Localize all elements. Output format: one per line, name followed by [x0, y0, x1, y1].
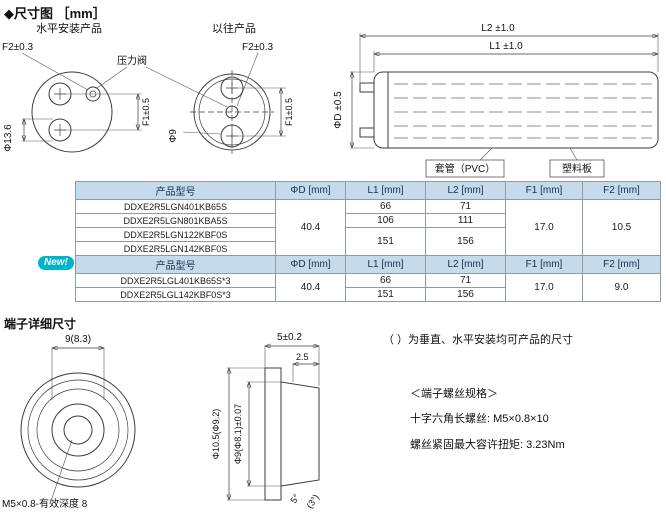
terminal-profile [264, 367, 320, 501]
side-view-diagram: L2 ±1.0 L1 ±1.0 ΦD ±0.5 [333, 23, 666, 178]
table-header-row-1: 产品型号 ΦD [mm] L1 [mm] L2 [mm] F1 [mm] F2 … [75, 181, 661, 200]
model-cell: DDXE2R5LGN142KBF0S [75, 241, 276, 256]
spec-table: 产品型号 ΦD [mm] L1 [mm] L2 [mm] F1 [mm] F2 … [75, 181, 661, 302]
dim-label-dia-outer: Φ10.5(Φ9.2) [211, 409, 221, 459]
l1-cell: 66 [345, 273, 426, 288]
l2-cell: 111 [425, 213, 506, 228]
f2-cell: 10.5 [582, 199, 661, 256]
l2-cell: 156 [425, 227, 506, 256]
dim-label-dia-inner: Φ9(Φ8.1)±0.07 [233, 404, 243, 464]
horizontal-product-front-view [22, 71, 142, 153]
table-row: DDXE2R5LGN401KB65S 40.4 66 71 17.0 10.5 [75, 199, 661, 256]
col-header-dia: ΦD [mm] [275, 181, 346, 200]
callout-boxes [425, 147, 605, 178]
model-cell: DDXE2R5LGN401KB65S [75, 199, 276, 214]
model-cell: DDXE2R5LGL142KBF0S*3 [75, 287, 276, 302]
dim-label-f1-right: F1±0.5 [284, 98, 294, 126]
extension-lines [359, 33, 659, 82]
dia-cell: 40.4 [275, 199, 346, 256]
label-pressure-valve: 压力阀 [117, 54, 147, 67]
dim-label-f1-left: F1±0.5 [141, 98, 151, 126]
screw-spec-line: 十字六角长螺丝: M5×0.8×10 [410, 413, 549, 425]
col-header-dia: ΦD [mm] [275, 255, 346, 274]
col-header-model: 产品型号 [75, 255, 276, 274]
col-header-l2: L2 [mm] [425, 255, 506, 274]
terminal-circles [20, 372, 136, 499]
dim-label-l1: L1 ±1.0 [489, 41, 523, 52]
l1-cell: 151 [345, 287, 426, 302]
f1-cell: 17.0 [505, 273, 583, 302]
label-plastic-plate: 塑料板 [562, 162, 592, 175]
torque-spec-line: 螺丝紧固最大容许扭矩: 3.23Nm [410, 439, 565, 451]
dia-d-dimension [350, 72, 374, 148]
capacitor-body [359, 71, 659, 149]
new-badge: New! [38, 256, 74, 270]
dim-label-terminal-depth: 2.5 [296, 352, 309, 362]
table-header-row-2: 产品型号 ΦD [mm] L1 [mm] L2 [mm] F1 [mm] F2 … [75, 255, 661, 274]
l2-cell: 71 [425, 273, 506, 288]
model-cell: DDXE2R5LGL401KB65S*3 [75, 273, 276, 288]
model-cell: DDXE2R5LGN801KBA5S [75, 213, 276, 228]
dim-label-l2: L2 ±1.0 [481, 23, 515, 34]
label-horizontal-mount-product: 水平安装产品 [36, 21, 102, 35]
col-header-f2: F2 [mm] [582, 181, 661, 200]
dia-cell: 40.4 [275, 273, 346, 302]
dim-label-angle-alt: (3°) [304, 492, 321, 510]
f1-cell: 17.0 [505, 199, 583, 256]
leader-lines [21, 52, 259, 108]
col-header-l1: L1 [mm] [345, 255, 426, 274]
col-header-l1: L1 [mm] [345, 181, 426, 200]
col-header-l2: L2 [mm] [425, 181, 506, 200]
previous-product-front-view [182, 70, 286, 154]
l1-cell: 151 [345, 227, 426, 256]
col-header-model: 产品型号 [75, 181, 276, 200]
col-header-f1: F1 [mm] [505, 255, 583, 274]
dim-label-dia-d: ΦD ±0.5 [333, 91, 344, 129]
terminal-front-view: 9(8.3) M5×0.8-有效深度 8 [2, 334, 136, 510]
section-title-terminal: 端子详细尺寸 [4, 317, 77, 331]
l2-cell: 71 [425, 199, 506, 214]
front-view-diagram: 水平安装产品 以往产品 F2±0.3 F2±0.3 压力阀 F1±0.5 [2, 21, 294, 154]
model-cell: DDXE2R5LGN122KBF0S [75, 227, 276, 242]
dim-label-dia-9: Φ9 [168, 129, 179, 143]
table-row: DDXE2R5LGN122KBF0S 151 156 [75, 227, 661, 256]
col-header-f1: F1 [mm] [505, 181, 583, 200]
label-previous-product: 以往产品 [212, 21, 256, 35]
table-row: DDXE2R5LGN801KBA5S 106 111 [75, 213, 661, 228]
dim-label-angle-main: 5° [288, 492, 301, 505]
table-row: DDXE2R5LGN142KBF0S [75, 241, 661, 256]
f2-cell: 9.0 [582, 273, 661, 302]
label-thread-depth: M5×0.8-有效深度 8 [2, 497, 88, 510]
table-row: DDXE2R5LGL401KB65S*3 40.4 66 71 17.0 9.0 [75, 273, 661, 302]
dim-label-terminal-height: 5±0.2 [277, 332, 302, 343]
terminal-side-view: 5±0.2 2.5 Φ10.5(Φ9.2) Φ9(Φ8.1)±0.07 5° (… [211, 332, 321, 510]
terminal-height-dimension [265, 346, 319, 386]
dim-label-f2-left: F2±0.3 [2, 42, 33, 53]
l2-cell: 156 [425, 287, 506, 302]
section-title-dimensions: ◆尺寸图 ［mm］ [4, 6, 106, 21]
dim-label-terminal-width: 9(8.3) [65, 334, 91, 345]
terminal-diameter-dimensions [227, 368, 281, 500]
terminal-width-dimension [52, 348, 104, 400]
parentheses-note: （ ）为垂直、水平安装均可产品的尺寸 [383, 334, 574, 346]
l1-cell: 106 [345, 213, 426, 228]
dim-label-dia-13-6: Φ13.6 [3, 124, 14, 152]
terminal-depth-dimension [293, 364, 319, 382]
label-pvc-sleeve: 套管（PVC） [435, 162, 496, 175]
screw-spec-title: ＜端子螺丝规格＞ [410, 388, 498, 400]
col-header-f2: F2 [mm] [582, 255, 661, 274]
l1-cell: 66 [345, 199, 426, 214]
table-row: DDXE2R5LGL142KBF0S*3 151 156 [75, 287, 661, 302]
dim-label-f2-right: F2±0.3 [242, 42, 273, 53]
